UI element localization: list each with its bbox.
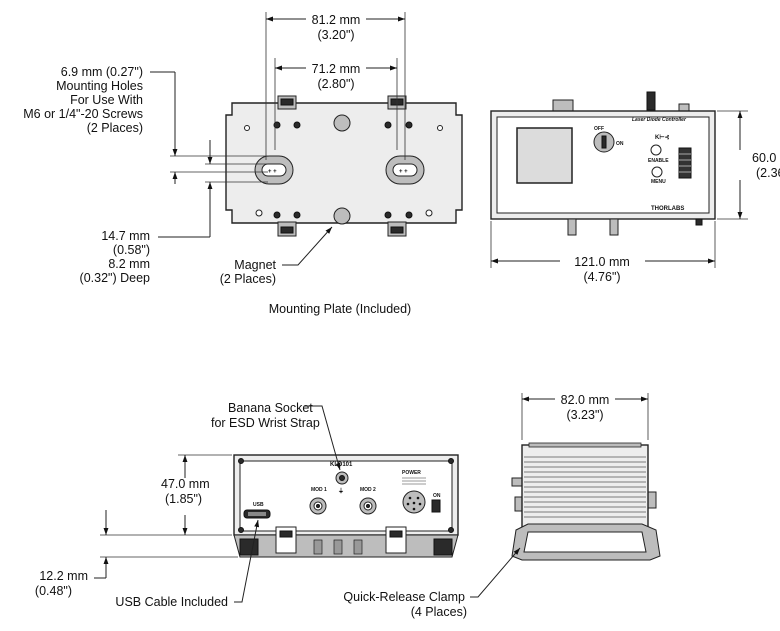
usb-label: USB [253,502,264,508]
panel-title: Laser Diode Controller [632,117,687,123]
clamp-label-2: (4 Places) [411,605,467,619]
depth-label-4: (0.32") Deep [80,271,150,285]
rear-height-in: (1.85") [165,492,202,506]
magnet-bottom-icon [333,207,351,225]
svg-text:+ +: + + [399,169,408,175]
display-screen [516,127,573,184]
front-height-in: (2.36") [756,166,780,180]
magnet-label-2: (2 Places) [220,272,276,286]
depth-label-2: (0.58") [113,243,150,257]
rear-offset-mm: 12.2 mm [39,569,88,583]
front-height-mm: 60.0 mm [752,151,780,165]
holes-label-5: (2 Places) [87,121,143,135]
dim-81-mm: 81.2 mm [312,13,361,27]
brand-label: THORLABS [651,206,684,212]
side-ribs [524,456,646,518]
laser-logo-icon: K⊢⊰ [655,133,670,141]
mod1-label: MOD 1 [311,487,327,493]
banana-label-1: Banana Socket [228,401,313,415]
depth-label-1: 14.7 mm [101,229,150,243]
side-view: 82.0 mm (3.23") Quick-Release Clamp (4 P… [343,393,661,619]
power-label: POWER [402,470,421,476]
ground-symbol-icon: ⏚ [338,488,344,495]
banana-label-2: for ESD Wrist Strap [211,416,320,430]
rear-offset-in: (0.48") [35,584,72,598]
mounting-plate-view: + + + + 81.2 mm (3.20") 71.2 mm (2.80") … [23,12,463,316]
front-width-mm: 121.0 mm [574,255,630,269]
side-width-mm: 82.0 mm [561,393,610,407]
usb-cable-caption: USB Cable Included [115,595,228,609]
key-off-label: OFF [594,126,604,132]
mounting-plate-caption: Mounting Plate (Included) [269,302,411,316]
enable-label: ENABLE [648,158,669,164]
magnet-top-icon [333,114,351,132]
rear-height-mm: 47.0 mm [161,477,210,491]
holes-label-3: For Use With [70,93,143,107]
adjust-knob[interactable] [678,147,692,179]
model-label: KLD101 [330,462,353,468]
magnet-label-1: Magnet [234,258,276,272]
dim-71-mm: 71.2 mm [312,62,361,76]
dim-71-in: (2.80") [317,77,354,91]
front-width-in: (4.76") [583,270,620,284]
front-view: Laser Diode Controller OFF ON K⊢⊰ ENABLE… [490,91,780,284]
clamp-label-1: Quick-Release Clamp [343,590,465,604]
menu-label: MENU [651,179,666,185]
holes-label-1: 6.9 mm (0.27") [61,65,143,79]
holes-label-4: M6 or 1/4"-20 Screws [23,107,143,121]
power-on-label: ON [433,493,441,499]
depth-label-3: 8.2 mm [108,257,150,271]
dim-81-in: (3.20") [317,28,354,42]
key-on-label: ON [616,141,624,147]
holes-label-2: Mounting Holes [56,79,143,93]
svg-text:+ +: + + [268,169,277,175]
mod2-label: MOD 2 [360,487,376,493]
enable-button[interactable] [650,144,662,156]
rear-view: KLD101 ⏚ USB MOD 1 MOD 2 POWER ON [35,401,459,609]
side-width-in: (3.23") [566,408,603,422]
power-switch[interactable] [431,499,441,513]
menu-button[interactable] [651,166,663,178]
